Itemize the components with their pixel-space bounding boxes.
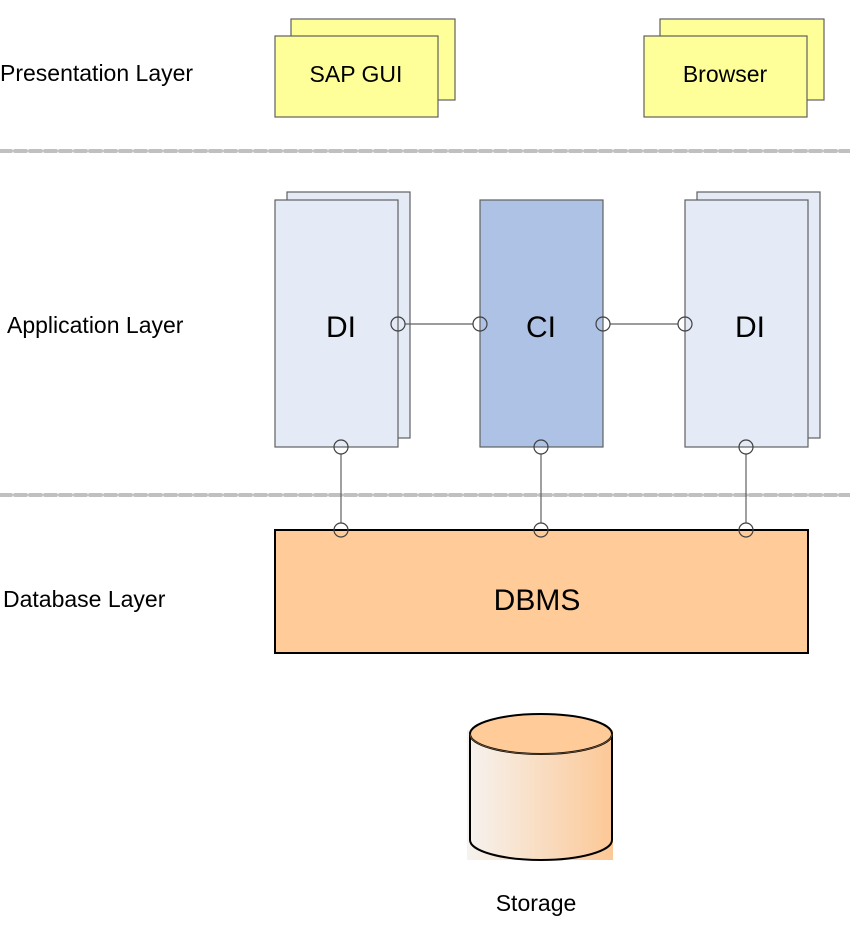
client-browser-label: Browser [683,61,768,87]
dialog-instance-right-front [684,199,809,448]
storage-cylinder-top-rim [469,733,613,755]
dbms-box [274,529,809,654]
dbms: DBMS [274,529,809,654]
storage-label: Storage [496,890,577,916]
storage-cylinder-body [469,734,613,861]
port-ci-bottom [533,439,549,455]
dbms-label: DBMS [494,584,581,617]
dialog-instance-left: DI [274,191,411,448]
client-sap-gui-label: SAP GUI [310,61,403,87]
dialog-instance-right: DI [684,191,821,448]
central-instance-box [479,199,604,448]
central-instance-label: CI [526,311,556,344]
client-browser: Browser [643,18,825,118]
port-di-right-bottom [738,439,754,455]
layer-label-presentation: Presentation Layer [0,60,194,86]
client-sap-gui-front [274,35,439,118]
storage-cylinder [467,713,613,861]
port-di-left-right [390,316,406,332]
port-dbms-right [738,522,754,538]
dialog-instance-right-label: DI [735,311,765,344]
layer-label-database: Database Layer [3,586,166,612]
layer-label-application: Application Layer [7,312,184,338]
central-instance: CI [479,199,604,448]
port-dbms-left [333,522,349,538]
port-dbms-center [533,522,549,538]
port-ci-left [472,316,488,332]
port-di-right-left [677,316,693,332]
port-ci-right [595,316,611,332]
port-di-left-bottom [333,439,349,455]
dialog-instance-left-label: DI [326,311,356,344]
client-sap-gui: SAP GUI [274,18,456,118]
client-browser-front [643,35,808,118]
dialog-instance-left-front [274,199,399,448]
